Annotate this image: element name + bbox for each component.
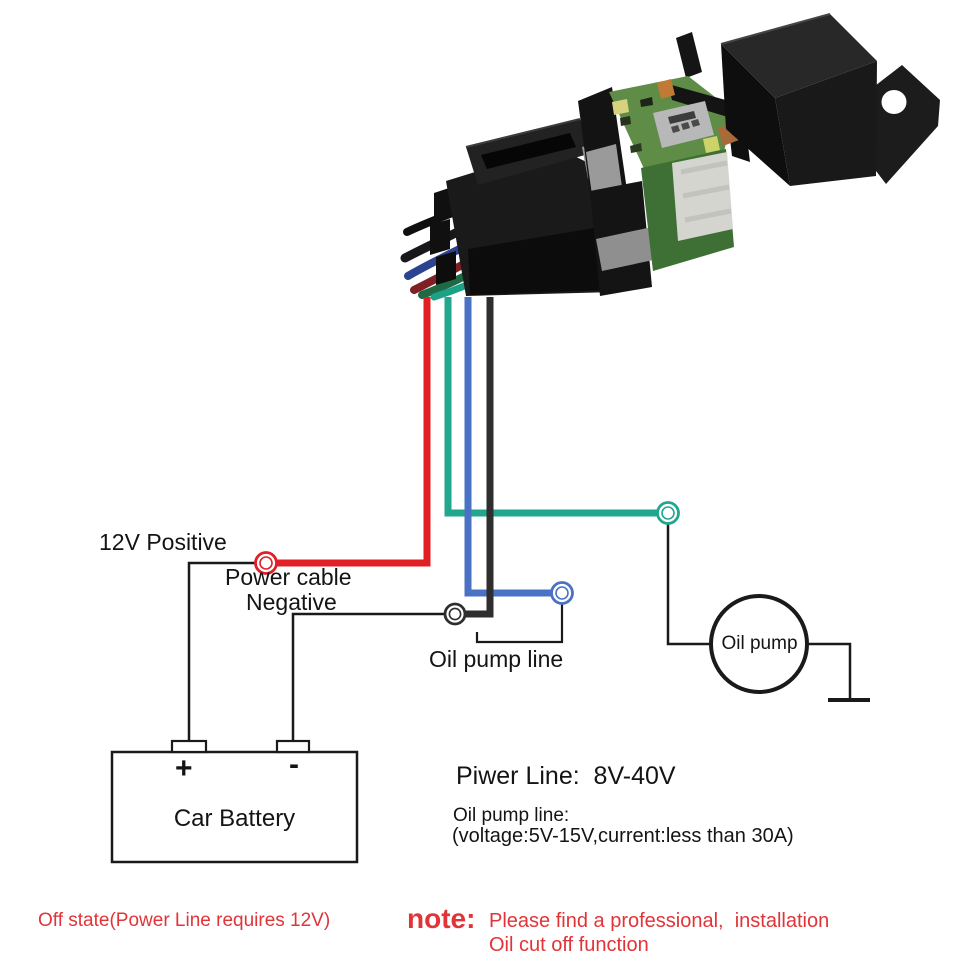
schematic-lines xyxy=(187,297,870,741)
terminal-green xyxy=(656,501,680,525)
oil-pump-symbol xyxy=(709,594,809,694)
battery-negative-lead xyxy=(291,612,444,741)
label-12v-positive: 12V Positive xyxy=(99,529,227,555)
battery-terminal-positive xyxy=(170,739,208,754)
note-line2: Oil cut off function xyxy=(489,934,649,956)
mounting-hole xyxy=(881,90,907,114)
battery-terminal-negative xyxy=(275,739,311,754)
device-photo xyxy=(400,13,940,301)
oil-pump-line-bracket xyxy=(475,604,564,644)
label-car-battery: Car Battery xyxy=(173,805,296,832)
terminal-blue xyxy=(550,581,574,605)
pump-feed-lead xyxy=(666,524,710,646)
note-off-state: Off state(Power Line requires 12V) xyxy=(38,910,331,931)
positive-wire-red xyxy=(277,297,431,567)
oil-pump-wire-blue xyxy=(464,297,551,597)
label-oil-pump-line: Oil pump line xyxy=(429,646,564,672)
ring-terminals xyxy=(254,501,680,626)
note-line1: Please find a professional, installation xyxy=(489,910,830,932)
relay-cover xyxy=(720,13,940,186)
tracker-pcb-module xyxy=(578,32,750,296)
label-power-cable: Power cable xyxy=(225,564,352,590)
pump-ground-lead xyxy=(807,642,852,698)
note-label: note: xyxy=(407,903,476,934)
label-negative: Negative xyxy=(246,589,337,615)
terminal-black xyxy=(443,602,467,626)
relay-wire-green xyxy=(444,297,657,517)
battery-positive-lead xyxy=(187,561,256,741)
terminal-red xyxy=(254,551,278,575)
car-battery-symbol xyxy=(110,739,359,864)
negative-wire-black xyxy=(466,297,494,618)
spec-power-line: Piwer Line: 8V-40V xyxy=(456,762,676,790)
battery-minus-sign: - xyxy=(289,748,299,781)
spec-oil-pump-detail: (voltage:5V-15V,current:less than 30A) xyxy=(452,825,794,847)
spec-oil-pump-title: Oil pump line: xyxy=(453,805,570,826)
label-oil-pump: Oil pump xyxy=(721,633,798,654)
battery-plus-sign: + xyxy=(175,752,193,785)
